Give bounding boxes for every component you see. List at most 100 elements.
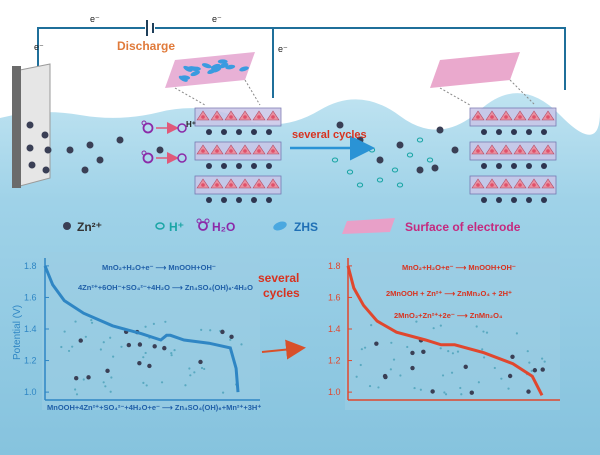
- zn-ion: [96, 156, 104, 164]
- background-zn-ion: [137, 342, 143, 347]
- background-dot: [444, 393, 448, 396]
- left-y-axis-label: Potential (V): [12, 305, 23, 360]
- zn-ion: [526, 197, 532, 203]
- background-dot: [441, 374, 445, 377]
- background-dot: [102, 381, 105, 384]
- electrode-surface-plate: [430, 52, 520, 88]
- background-dot: [74, 388, 77, 391]
- oxygen-atom: [229, 183, 233, 187]
- background-zn-ion: [86, 375, 91, 380]
- background-zn-ion: [463, 364, 468, 370]
- background-dot: [507, 387, 510, 390]
- background-dot: [363, 346, 367, 349]
- background-dot: [419, 388, 422, 391]
- background-dot: [456, 350, 460, 353]
- background-dot: [99, 348, 102, 351]
- oxygen-atom: [271, 183, 275, 187]
- background-zn-ion: [430, 389, 435, 394]
- zhs-flake: [178, 75, 188, 82]
- zn-ion: [266, 163, 272, 169]
- background-dot: [104, 385, 107, 388]
- background-zn-ion: [74, 376, 79, 381]
- proton: [356, 182, 364, 188]
- zn-ion: [526, 129, 532, 135]
- background-dot: [109, 336, 112, 339]
- zn-ion: [116, 136, 124, 144]
- background-zn-ion: [410, 365, 415, 371]
- left-chart: 1.81.61.41.21.0 Potential (V) MnO₂+H₂O+e…: [12, 258, 261, 412]
- battery-symbol: [146, 20, 154, 36]
- oxygen-atom: [546, 149, 550, 153]
- left-equation-2: 4Zn²⁺+6OH⁻+SO₄²⁻+4H₂O ⟶ Zn₄SO₄(OH)₆·4H₂O: [78, 283, 253, 292]
- background-zn-ion: [532, 368, 538, 373]
- background-dot: [193, 371, 196, 374]
- oxygen-atom: [215, 149, 219, 153]
- zhs-flakes: [165, 52, 255, 88]
- zn-ion: [236, 197, 242, 203]
- background-dot: [500, 377, 503, 380]
- zn-ion-icon: [63, 222, 71, 230]
- oxygen-atom: [490, 149, 494, 153]
- zhs-flake: [239, 66, 249, 72]
- background-dot: [450, 371, 454, 374]
- zn-ion: [496, 129, 502, 135]
- zn-ion: [526, 163, 532, 169]
- legend-h-label: H⁺: [169, 220, 184, 234]
- background-dot: [368, 384, 372, 388]
- zn-ion: [481, 129, 487, 135]
- zn-ion: [44, 146, 52, 154]
- legend: Zn²⁺ H⁺ H₂O ZHS Surface of electrode: [63, 218, 521, 234]
- background-dot: [543, 360, 546, 363]
- background-dot: [120, 345, 123, 348]
- oxygen-atom: [243, 115, 247, 119]
- right-equation-1: MnO₂+H₂O+e⁻ ⟶ MnOOH+OH⁻: [402, 263, 516, 272]
- background-dot: [170, 351, 173, 355]
- zn-ion: [206, 197, 212, 203]
- oxygen-atom: [257, 149, 261, 153]
- zhs-flake: [201, 63, 212, 69]
- background-zn-ion: [147, 363, 152, 369]
- background-dot: [443, 391, 446, 394]
- electron-label: e⁻: [212, 14, 222, 24]
- oxygen-atom: [476, 149, 480, 153]
- zhs-flake: [190, 70, 201, 77]
- zn-ion: [66, 146, 74, 154]
- background-dot: [102, 341, 105, 344]
- zn-ion: [42, 166, 50, 174]
- water-molecule: [142, 152, 154, 164]
- background-dot: [432, 327, 435, 330]
- proton: [426, 157, 434, 163]
- background-dot: [439, 347, 442, 350]
- crystal-layer: [194, 175, 282, 195]
- zn-ion: [86, 141, 94, 149]
- legend-zn-label: Zn²⁺: [77, 220, 102, 234]
- background-dot: [152, 322, 155, 326]
- background-zn-ion: [137, 360, 142, 366]
- middle-label-line1: several: [258, 271, 299, 285]
- left-chart-background: [42, 252, 260, 410]
- background-zn-ion: [410, 350, 415, 356]
- background-dot: [389, 368, 392, 371]
- background-dot: [221, 391, 225, 394]
- background-dot: [173, 349, 176, 352]
- zn-ion: [266, 197, 272, 203]
- background-dot: [390, 341, 393, 344]
- background-dot: [90, 318, 93, 322]
- zn-ion: [336, 121, 344, 129]
- zn-ion: [26, 121, 34, 129]
- zn-ion: [511, 129, 517, 135]
- background-zn-ion: [469, 390, 474, 395]
- zn-ion: [221, 129, 227, 135]
- oxygen-atom: [229, 149, 233, 153]
- zn-ion: [376, 156, 384, 164]
- background-dot: [475, 325, 478, 328]
- oxygen-atom: [504, 149, 508, 153]
- right-curve: [346, 265, 544, 396]
- legend-surface-label: Surface of electrode: [405, 220, 521, 234]
- guide-line: [174, 87, 206, 106]
- left-equation-3: MnOOH+4Zn²⁺+SO₄²⁻+4H₂O+e⁻ ⟶ Zn₄SO₄(OH)₆+…: [47, 403, 261, 412]
- background-zn-ion: [78, 338, 83, 343]
- legend-zhs-label: ZHS: [294, 220, 318, 234]
- zn-ion: [28, 161, 36, 169]
